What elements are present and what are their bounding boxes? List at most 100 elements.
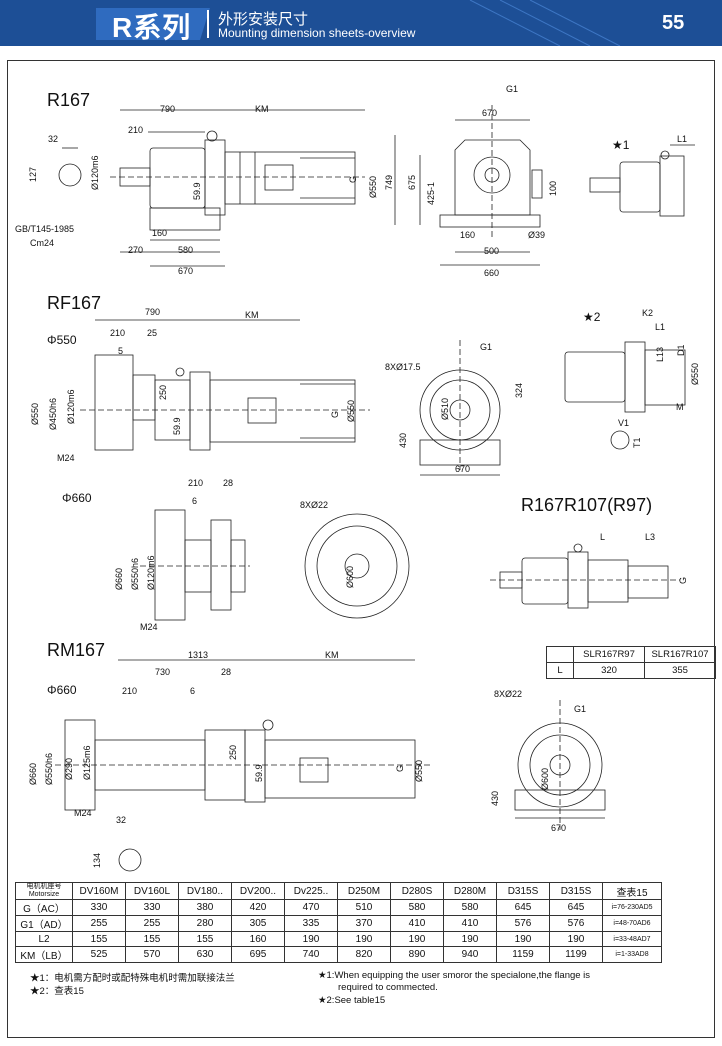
rf167-dim: L13 — [655, 346, 665, 362]
cell: 305 — [231, 915, 285, 932]
rf167-dim: M24 — [57, 453, 75, 463]
rm167-dim: 134 — [92, 852, 102, 868]
rf167-dim: Ø550 — [30, 402, 40, 425]
cell: 580 — [390, 899, 444, 916]
spec-col: DV160L — [125, 882, 179, 900]
row-label: G1（AD） — [15, 915, 73, 932]
spec-col: D315S — [496, 882, 550, 900]
drawing-frame — [7, 60, 715, 1038]
star1-view — [589, 144, 695, 217]
rf167-dim: G — [330, 410, 340, 418]
cell: 820 — [337, 946, 391, 963]
rf167-dim: T1 — [632, 437, 642, 448]
spec-col: DV200.. — [231, 882, 285, 900]
r167r107-dim: G — [678, 576, 688, 584]
rf167-dim: 790 — [145, 307, 161, 317]
row-label: L2 — [15, 931, 73, 947]
rf167-660-dim: M24 — [140, 622, 158, 632]
cell: 190 — [337, 931, 391, 947]
note-en-2: ★2:See table15 — [318, 995, 386, 1006]
rm167-dim: 32 — [116, 815, 127, 825]
cell: 190 — [390, 931, 444, 947]
rf167-dim: 250 — [158, 384, 168, 400]
cell: 155 — [178, 931, 232, 947]
title-cn: 外形安装尺寸 — [218, 11, 309, 28]
note-en-1b: required to commected. — [338, 982, 438, 993]
r167-dim: 790 — [160, 104, 176, 114]
rf167-dim: Ø550 — [346, 399, 356, 422]
r167-dim: 675 — [407, 174, 417, 190]
cell: 410 — [390, 915, 444, 932]
slr-row-label: L — [546, 662, 574, 679]
r167-dim: 160 — [152, 228, 168, 238]
r167-title: R167 — [47, 90, 91, 110]
rf167-660-dim: 8XØ22 — [300, 500, 329, 510]
r167-dim: G1 — [506, 84, 519, 94]
rf167-dim: KM — [245, 310, 259, 320]
r167-dim: L1 — [677, 134, 688, 144]
rf167-dim: 5 — [118, 346, 124, 356]
r167r107-view — [490, 543, 680, 609]
rm167-dim: 8XØ22 — [494, 689, 523, 699]
r167-dim: GB/T145-1985 — [15, 224, 75, 234]
cell: 470 — [284, 899, 338, 916]
cell: 280 — [178, 915, 232, 932]
cell: 940 — [443, 946, 497, 963]
cell: 380 — [178, 899, 232, 916]
r167-dim: 270 — [128, 245, 144, 255]
cell: 645 — [549, 899, 603, 916]
cell: 330 — [125, 899, 179, 916]
table-row: KM（LB） 525 570 630 695 740 820 890 940 1… — [15, 946, 662, 963]
rf167-660-phi: Φ660 — [62, 491, 92, 505]
r167-dim: 580 — [178, 245, 194, 255]
cell: i=48-70AD6 — [602, 915, 662, 932]
rf167-660-dim: Ø660 — [114, 567, 124, 590]
rf167-dim: Ø120m6 — [66, 389, 76, 424]
slr-header — [546, 646, 574, 663]
spec-col: D315S — [549, 882, 603, 900]
rf167-side-view — [80, 319, 370, 451]
r167-dim: 670 — [178, 266, 194, 276]
cell: 255 — [125, 915, 179, 932]
cell: 695 — [231, 946, 285, 963]
table-row: L2 155 155 155 160 190 190 190 190 190 1… — [15, 931, 662, 947]
rf167-front-view — [419, 340, 501, 476]
r167-dim: 749 — [384, 174, 394, 190]
cell: 370 — [337, 915, 391, 932]
slr-table: SLR167R97 SLR167R107 L 320 355 — [546, 646, 716, 679]
rm167-dim: Ø290 — [64, 757, 74, 780]
cell: 255 — [72, 915, 126, 932]
rf167-660-dim: Ø550h6 — [130, 557, 140, 590]
spec-col: 查表15 — [602, 882, 662, 900]
r167-dim: 425-1 — [426, 181, 436, 205]
r167-dim: 32 — [48, 134, 59, 144]
rf167-dim: Ø510 — [440, 397, 450, 420]
rm167-dim: Ø125m6 — [82, 745, 92, 780]
cell: 190 — [549, 931, 603, 947]
r167-dim: Ø39 — [528, 230, 546, 240]
rf167-dim: 324 — [514, 382, 524, 398]
cell: i=1-33AD8 — [602, 946, 662, 963]
rm167-dim: Ø600 — [540, 767, 550, 790]
r167-dim: Ø550 — [368, 175, 378, 198]
r167r107-dim: L — [600, 532, 606, 542]
rf167-dim: G1 — [480, 342, 493, 352]
cell: i=76-230AD5 — [602, 899, 662, 916]
cell: 190 — [284, 931, 338, 947]
cell: 576 — [496, 915, 550, 932]
rm167-dim: 730 — [155, 667, 171, 677]
r167-dim: 127 — [28, 166, 38, 182]
cell: 576 — [549, 915, 603, 932]
row-label: G（AC） — [15, 899, 73, 916]
cell: 420 — [231, 899, 285, 916]
spec-col: D250M — [337, 882, 391, 900]
slr-cell: 320 — [573, 662, 645, 679]
rm167-dim: G — [395, 764, 405, 772]
rf167-dim: Ø450h6 — [48, 397, 58, 430]
r167-dim: G — [348, 175, 358, 183]
r167-dim: 670 — [482, 108, 498, 118]
rm167-dim: 210 — [122, 686, 138, 696]
slr-cell: 355 — [644, 662, 716, 679]
r167-front-view — [394, 105, 543, 266]
